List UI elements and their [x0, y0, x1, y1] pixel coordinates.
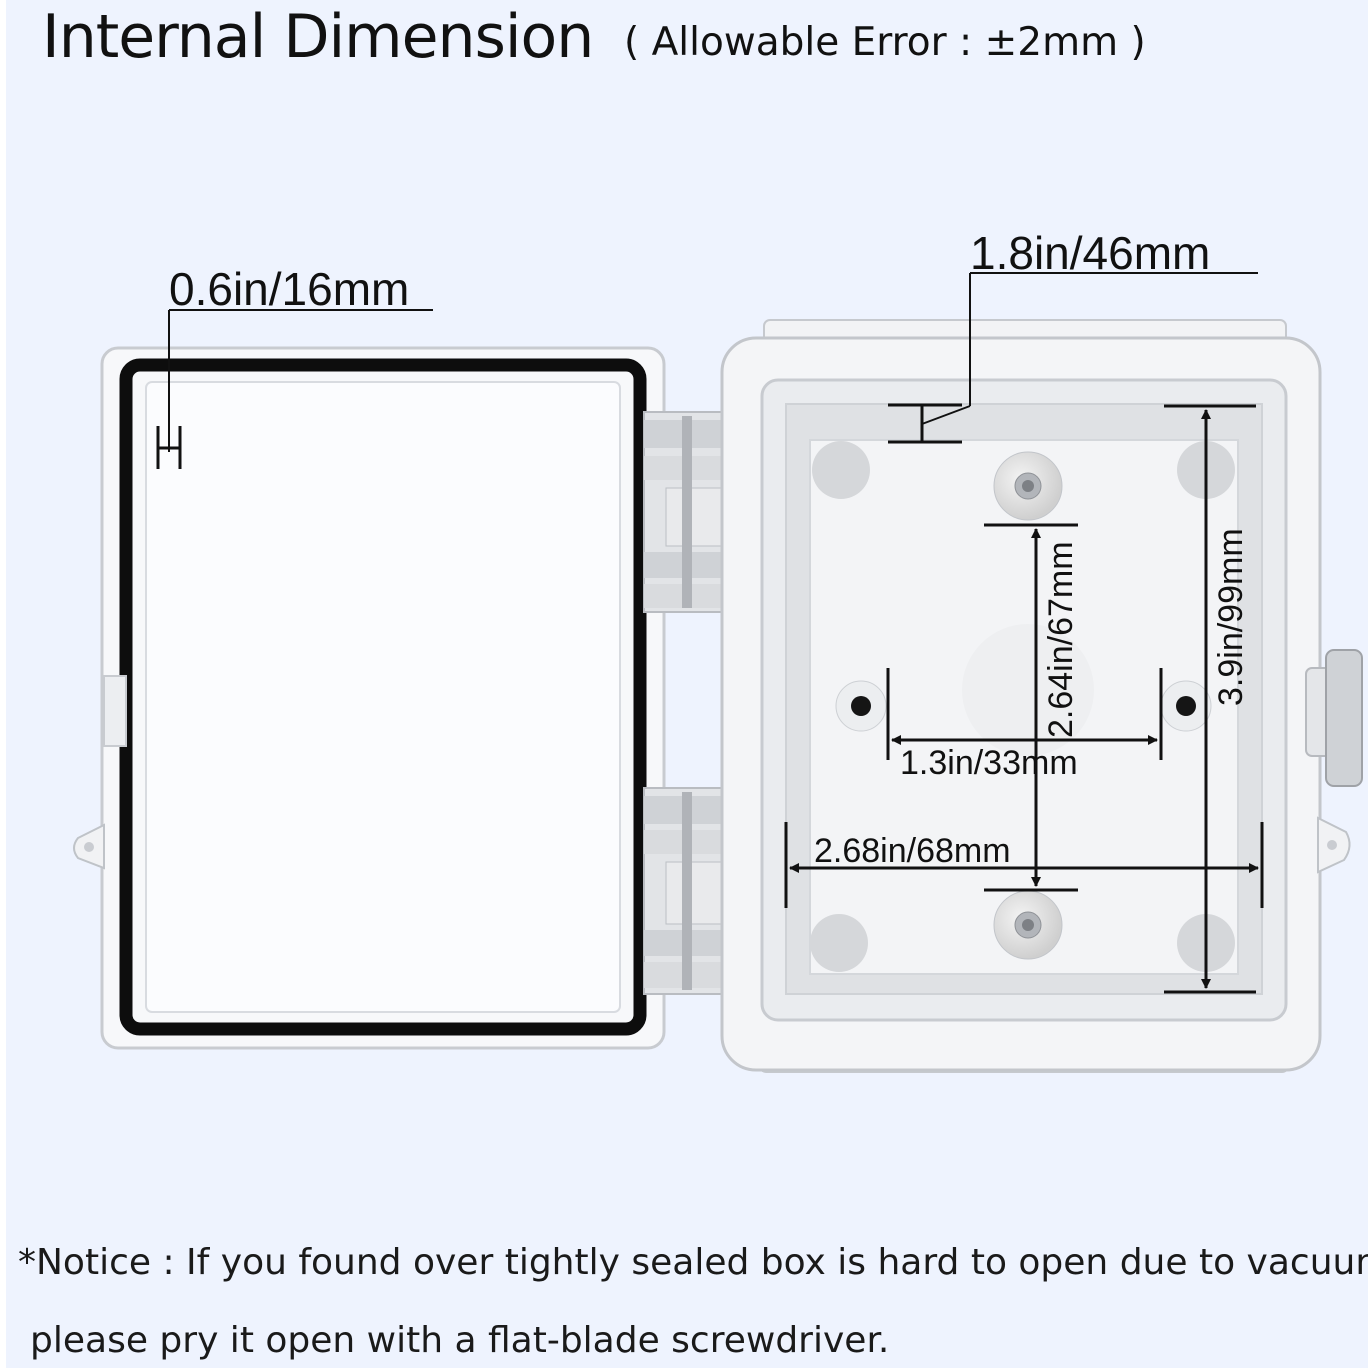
dim-wall-thickness: 0.6in/16mm — [156, 263, 433, 469]
dim-label-hole-horizontal-spacing: 1.3in/33mm — [900, 744, 1078, 782]
dim-label-wall-thickness: 0.6in/16mm — [169, 263, 409, 315]
dim-hole-vertical-spacing: 2.64in/67mm — [984, 523, 1080, 892]
dim-label-inner-height: 3.9in/99mm — [1212, 528, 1250, 706]
dim-hole-horizontal-spacing: 1.3in/33mm — [886, 668, 1163, 782]
notice-line-1: *Notice : If you found over tightly seal… — [18, 1242, 1368, 1283]
dim-inner-width: 2.68in/68mm — [784, 822, 1264, 908]
allowable-error-note: ( Allowable Error : ±2mm ) — [624, 20, 1146, 65]
lid-window — [145, 381, 621, 1013]
dim-label-inner-width: 2.68in/68mm — [814, 832, 1011, 870]
dim-inner-height: 3.9in/99mm — [1164, 404, 1256, 994]
lid — [73, 346, 666, 1050]
dim-label-top-offset: 1.8in/46mm — [970, 227, 1210, 279]
hinge-bottom — [643, 787, 725, 995]
hinge-top — [643, 411, 725, 613]
enclosure-drawing: 0.6in/16mm 1.8in/46mm 3.9in/99mm — [73, 227, 1363, 1073]
dim-top-offset: 1.8in/46mm — [888, 227, 1258, 444]
page-title: Internal Dimension — [42, 2, 594, 72]
dim-label-hole-vertical-spacing: 2.64in/67mm — [1042, 541, 1080, 738]
notice-line-2: please pry it open with a flat-blade scr… — [30, 1320, 890, 1361]
product-image: Internal Dimension ( Allowable Error : ±… — [6, 0, 1368, 1368]
box-body — [720, 319, 1363, 1073]
